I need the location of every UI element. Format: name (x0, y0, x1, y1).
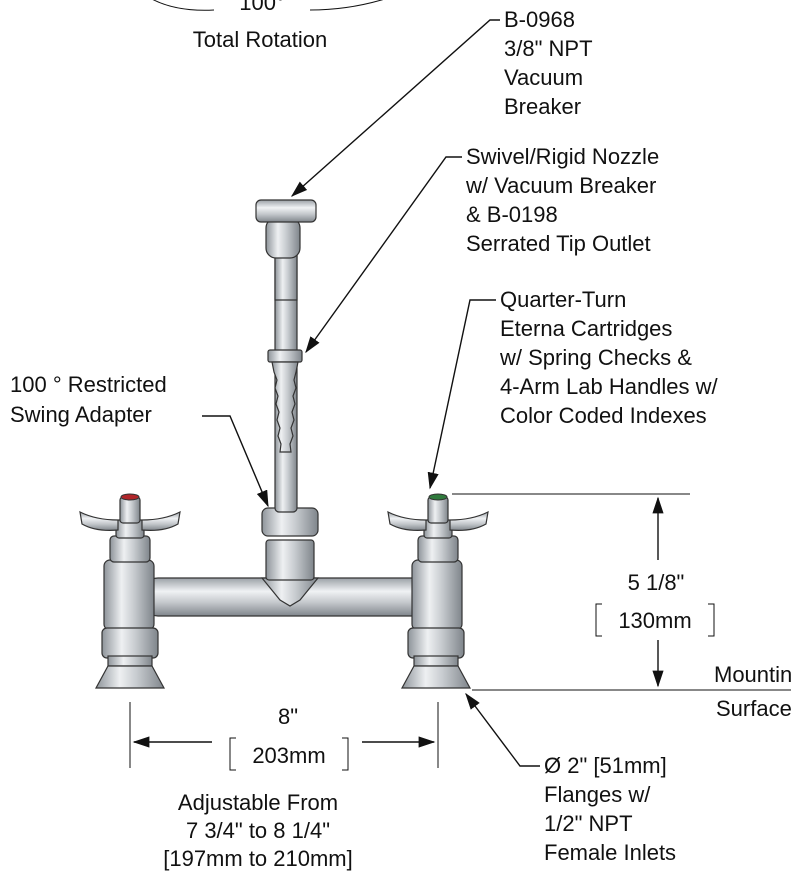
svg-text:B-0968: B-0968 (504, 7, 575, 32)
svg-text:[197mm to 210mm]: [197mm to 210mm] (163, 846, 353, 871)
adjustable-range: Adjustable From 7 3/4" to 8 1/4" [197mm … (163, 790, 353, 871)
right-valve (387, 493, 489, 689)
leader-swing-adapter (202, 415, 269, 508)
height-inches: 5 1/8" (628, 570, 685, 595)
svg-text:Flanges w/: Flanges w/ (544, 782, 651, 807)
svg-text:Eterna Cartridges: Eterna Cartridges (500, 316, 672, 341)
svg-text:Quarter-Turn: Quarter-Turn (500, 287, 626, 312)
vacuum-breaker (255, 199, 317, 259)
svg-text:Adjustable From: Adjustable From (178, 790, 338, 815)
hot-index (120, 493, 140, 501)
svg-text:7 3/4" to 8 1/4": 7 3/4" to 8 1/4" (186, 818, 330, 843)
faucet-body (79, 199, 489, 689)
svg-text:Serrated Tip Outlet: Serrated Tip Outlet (466, 231, 651, 256)
serrated-tip (267, 349, 303, 453)
leader-cartridges (427, 299, 496, 490)
callout-cartridges: Quarter-Turn Eterna Cartridges w/ Spring… (499, 287, 719, 428)
svg-text:Mounting: Mounting (714, 662, 791, 687)
leader-nozzle (305, 156, 462, 354)
riser-lower (265, 539, 315, 581)
left-valve (79, 493, 181, 689)
left-handle (79, 510, 181, 531)
width-inches: 8" (278, 704, 298, 729)
callout-flanges: Ø 2" [51mm] Flanges w/ 1/2" NPT Female I… (544, 753, 676, 865)
width-mm: 203mm (252, 743, 325, 768)
svg-text:w/ Spring Checks &: w/ Spring Checks & (499, 345, 692, 370)
svg-text:Female Inlets: Female Inlets (544, 840, 676, 865)
svg-text:Vacuum: Vacuum (504, 65, 583, 90)
svg-text:100 ° Restricted: 100 ° Restricted (10, 372, 167, 397)
rotation-angle-label: 100° (239, 0, 285, 15)
svg-text:& B-0198: & B-0198 (466, 202, 558, 227)
cold-index (428, 493, 448, 501)
callout-swing-adapter: 100 ° Restricted Swing Adapter (10, 372, 167, 427)
rotation-label: Total Rotation (193, 27, 328, 52)
svg-text:Color Coded Indexes: Color Coded Indexes (500, 403, 707, 428)
mounting-surface-label: Mounting Surface (714, 662, 791, 721)
height-dimension: 5 1/8" 130mm (452, 493, 791, 691)
leader-flanges (465, 692, 540, 767)
svg-text:Breaker: Breaker (504, 94, 581, 119)
svg-text:w/ Vacuum Breaker: w/ Vacuum Breaker (465, 173, 656, 198)
width-dimension: 8" 203mm (129, 702, 439, 771)
rotation-arc (152, 0, 384, 11)
callout-vacuum-breaker: B-0968 3/8" NPT Vacuum Breaker (504, 7, 593, 119)
svg-text:4-Arm Lab Handles w/: 4-Arm Lab Handles w/ (500, 374, 719, 399)
leader-vacuum-breaker (290, 19, 500, 197)
svg-text:Swing Adapter: Swing Adapter (10, 402, 152, 427)
callout-nozzle: Swivel/Rigid Nozzle w/ Vacuum Breaker & … (465, 144, 659, 256)
svg-text:Surface: Surface (716, 696, 791, 721)
svg-text:3/8" NPT: 3/8" NPT (504, 36, 593, 61)
right-handle (387, 510, 489, 531)
svg-text:Swivel/Rigid Nozzle: Swivel/Rigid Nozzle (466, 144, 659, 169)
svg-text:1/2" NPT: 1/2" NPT (544, 811, 633, 836)
svg-text:Ø 2" [51mm]: Ø 2" [51mm] (544, 753, 667, 778)
height-mm: 130mm (618, 608, 691, 633)
